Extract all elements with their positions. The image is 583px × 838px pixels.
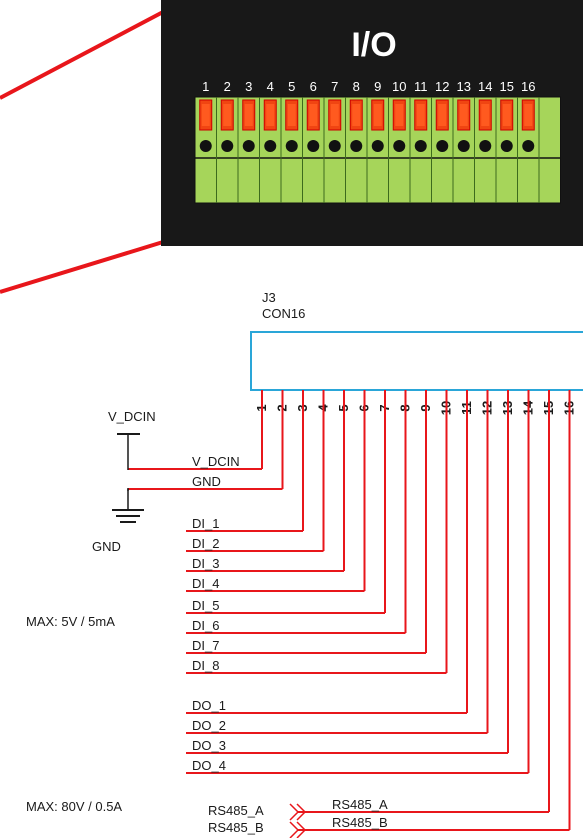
io-pin-number: 10 (392, 79, 406, 94)
net-label: GND (192, 474, 221, 489)
net-label: DI_7 (192, 638, 219, 653)
terminal-wire-hole (500, 140, 513, 152)
terminal-wire-hole (264, 140, 277, 152)
terminal-lever-face (244, 104, 253, 126)
terminal-lever-face (330, 104, 339, 126)
io-pin-number: 12 (435, 79, 449, 94)
offpage-port-rs485-a-label: RS485_A (208, 803, 264, 818)
net-label: DI_1 (192, 516, 219, 531)
ground-symbol: GND (92, 488, 144, 554)
offpage-connector-b (289, 821, 307, 838)
callout-lines (0, 10, 164, 294)
io-panel-title: I/O (351, 26, 396, 64)
net-label: RS485_A (332, 797, 388, 812)
offpage-ports: RS485_A RS485_B (208, 803, 307, 838)
terminal-lever-face (502, 104, 511, 126)
terminal-lever-face (287, 104, 296, 126)
io-pin-number: 4 (267, 79, 274, 94)
offpage-port-rs485-b-label: RS485_B (208, 820, 264, 835)
net-label: DI_2 (192, 536, 219, 551)
terminal-block (194, 96, 561, 204)
vdcin-power-symbol: V_DCIN (108, 409, 156, 470)
io-pin-number: 6 (310, 79, 317, 94)
terminal-lever-face (201, 104, 210, 126)
net-label: RS485_B (332, 815, 388, 830)
io-pin-number: 3 (245, 79, 252, 94)
io-pin-number: 9 (374, 79, 381, 94)
net-label: DI_3 (192, 556, 219, 571)
io-pin-number: 7 (331, 79, 338, 94)
terminal-lever-face (266, 104, 275, 126)
net-label: DO_3 (192, 738, 226, 753)
terminal-wire-hole (479, 140, 492, 152)
io-pin-number: 13 (457, 79, 471, 94)
terminal-wire-hole (414, 140, 427, 152)
terminal-lever-face (373, 104, 382, 126)
io-pin-number: 1 (202, 79, 209, 94)
terminal-lever-face (524, 104, 533, 126)
terminal-lever-face (459, 104, 468, 126)
terminal-lever-face (395, 104, 404, 126)
terminal-lever-face (352, 104, 361, 126)
net-label: DI_4 (192, 576, 219, 591)
vdcin-symbol-label: V_DCIN (108, 409, 156, 424)
net-label: DO_2 (192, 718, 226, 733)
io-pin-number: 16 (521, 79, 535, 94)
io-pin-number: 11 (414, 79, 428, 94)
io-pin-number: 14 (478, 79, 492, 94)
di-max-note: MAX: 5V / 5mA (26, 614, 115, 629)
net-labels: V_DCIN GND DI_1DI_2DI_3DI_4DI_5DI_6DI_7DI_… (192, 454, 388, 830)
terminal-lever-face (481, 104, 490, 126)
terminal-lever-face (438, 104, 447, 126)
net-label: DO_4 (192, 758, 226, 773)
terminal-wire-hole (393, 140, 406, 152)
gnd-symbol-label: GND (92, 539, 121, 554)
io-pin-number: 5 (288, 79, 295, 94)
net-label: DI_8 (192, 658, 219, 673)
offpage-connector-a (289, 803, 307, 821)
terminal-wire-hole (457, 140, 470, 152)
wires (127, 390, 571, 831)
net-label: V_DCIN (192, 454, 240, 469)
do-max-note: MAX: 80V / 0.5A (26, 799, 122, 814)
terminal-wire-hole (307, 140, 320, 152)
terminal-lever-face (309, 104, 318, 126)
terminal-wire-hole (199, 140, 212, 152)
terminal-wire-hole (221, 140, 234, 152)
io-pin-number: 8 (353, 79, 360, 94)
net-label: DO_1 (192, 698, 226, 713)
terminal-wire-hole (436, 140, 449, 152)
terminal-wire-hole (522, 140, 535, 152)
connector-ref: J3 (262, 290, 276, 305)
terminal-lever-face (416, 104, 425, 126)
connector-body (250, 331, 583, 391)
terminal-wire-hole (328, 140, 341, 152)
io-pin-number: 2 (224, 79, 231, 94)
terminal-wire-hole (242, 140, 255, 152)
terminal-wire-hole (285, 140, 298, 152)
terminal-wire-hole (350, 140, 363, 152)
terminal-wire-hole (371, 140, 384, 152)
net-label: DI_6 (192, 618, 219, 633)
net-label: DI_5 (192, 598, 219, 613)
terminal-lever-face (223, 104, 232, 126)
io-pin-number: 15 (500, 79, 514, 94)
connector-part: CON16 (262, 306, 305, 321)
